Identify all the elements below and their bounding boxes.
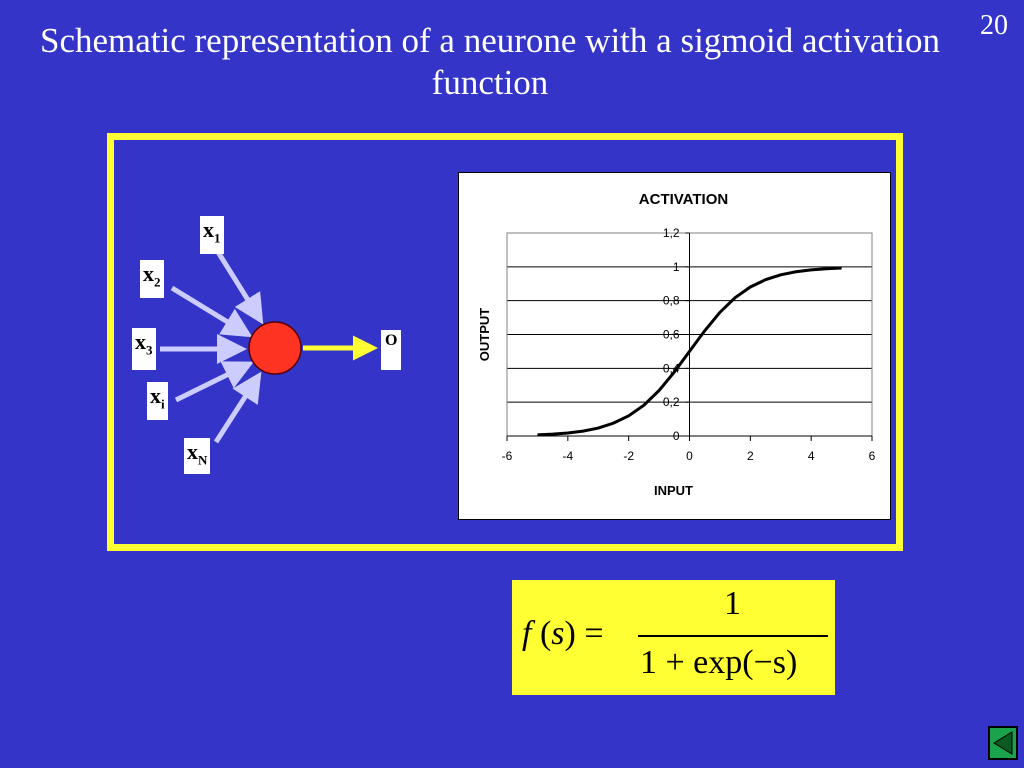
y-tick-label: 0,8 bbox=[663, 294, 680, 308]
y-tick-label: 0,2 bbox=[663, 395, 680, 409]
formula-lhs: f (s) = bbox=[522, 615, 604, 653]
diagram-frame bbox=[107, 133, 903, 551]
x-tick-label: -2 bbox=[623, 449, 634, 463]
formula-numerator: 1 bbox=[724, 585, 741, 622]
sigmoid-formula: f (s) = 1 1 + exp(−s) bbox=[512, 580, 835, 695]
x-tick-label: 2 bbox=[747, 449, 754, 463]
output-label: O bbox=[381, 330, 402, 370]
neuron-node bbox=[248, 321, 302, 375]
x-tick-label: -4 bbox=[562, 449, 573, 463]
slide-title: Schematic representation of a neurone wi… bbox=[40, 21, 940, 102]
input-label-xi: xi bbox=[147, 382, 168, 420]
x-axis-label: INPUT bbox=[654, 483, 693, 498]
x-tick-label: -6 bbox=[502, 449, 513, 463]
input-label-xn: xN bbox=[184, 438, 211, 474]
formula-f: f bbox=[522, 615, 532, 652]
x-tick-label: 4 bbox=[808, 449, 815, 463]
y-tick-label: 1,2 bbox=[663, 226, 680, 240]
back-icon bbox=[993, 731, 1013, 755]
formula-fraction-bar bbox=[638, 635, 828, 637]
input-label-x1: x1 bbox=[200, 216, 224, 254]
formula-s: s bbox=[551, 615, 565, 652]
input-label-x3: x3 bbox=[132, 328, 156, 370]
y-tick-label: 1 bbox=[673, 260, 680, 274]
formula-denominator: 1 + exp(−s) bbox=[640, 644, 798, 681]
slide-number: 20 bbox=[980, 10, 1008, 41]
y-tick-label: 0 bbox=[673, 429, 680, 443]
y-axis-label: OUTPUT bbox=[477, 308, 492, 362]
chart-title: ACTIVATION bbox=[639, 191, 728, 208]
input-arrow-2 bbox=[170, 285, 253, 338]
back-button[interactable] bbox=[988, 726, 1018, 760]
input-label-x2: x2 bbox=[140, 260, 164, 298]
y-tick-label: 0,6 bbox=[663, 328, 680, 342]
input-arrow-1 bbox=[215, 250, 264, 325]
input-arrow-i bbox=[174, 361, 254, 403]
x-tick-label: 6 bbox=[869, 449, 876, 463]
input-arrow-n bbox=[213, 371, 262, 444]
formula-close: ) = bbox=[564, 615, 604, 652]
formula-open: ( bbox=[539, 615, 552, 652]
x-tick-label: 0 bbox=[686, 449, 693, 463]
sigmoid-curve bbox=[537, 266, 842, 437]
